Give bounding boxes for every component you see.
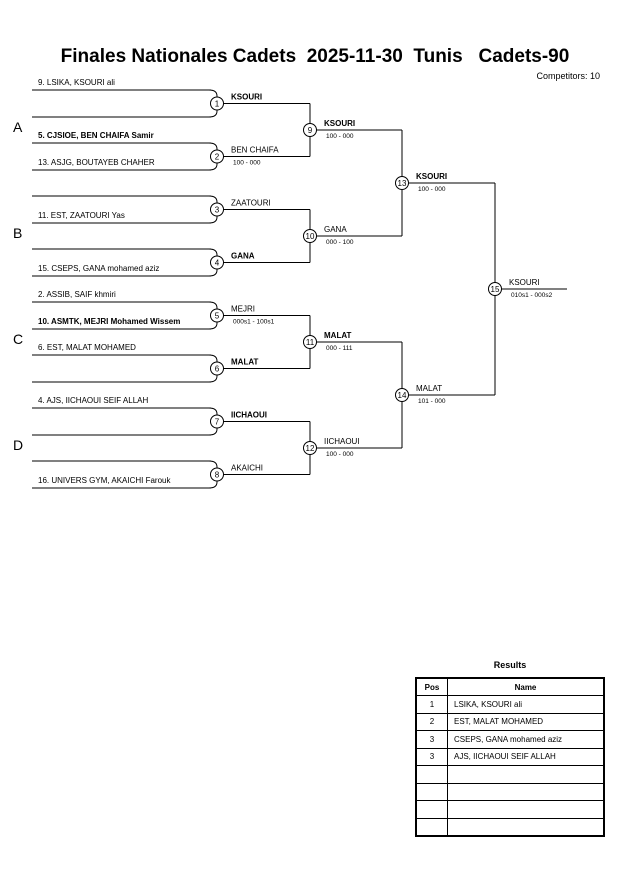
winner-name: KSOURI: [231, 93, 262, 102]
result-pos: [415, 782, 448, 801]
match-9-number: 9: [308, 126, 313, 135]
result-name: EST, MALAT MOHAMED: [447, 712, 605, 731]
champion-name: KSOURI: [509, 278, 540, 287]
match-4-number: 4: [215, 259, 220, 268]
result-name: [447, 782, 605, 801]
match-8-number: 8: [215, 471, 220, 480]
match-score: 100 - 000: [326, 451, 354, 458]
result-pos: [415, 817, 448, 837]
pool-label-b: B: [13, 225, 22, 241]
result-pos: 3: [415, 730, 448, 749]
match-score: 000s1 - 100s1: [233, 319, 275, 326]
results-header-pos: Pos: [415, 677, 448, 696]
winner-name: AKAICHI: [231, 464, 263, 473]
competitors-count: Competitors: 10: [536, 71, 600, 81]
winner-name: GANA: [231, 252, 255, 261]
competitor-top: 4. AJS, IICHAOUI SEIF ALLAH: [38, 396, 148, 405]
match-1-number: 1: [215, 100, 220, 109]
results-header-row: Pos Name: [415, 677, 605, 696]
winner-name: KSOURI: [416, 172, 447, 181]
pool-label-a: A: [13, 119, 23, 135]
competitor-bottom: 10. ASMTK, MEJRI Mohamed Wissem: [38, 317, 180, 326]
result-name: CSEPS, GANA mohamed aziz: [447, 730, 605, 749]
page-title: Finales Nationales Cadets 2025-11-30 Tun…: [60, 46, 570, 67]
result-name: LSIKA, KSOURI ali: [447, 695, 605, 714]
match-14-number: 14: [398, 391, 407, 400]
match-15-number: 15: [491, 285, 500, 294]
match-10-number: 10: [306, 232, 315, 241]
results-row: [415, 817, 605, 837]
competitor-top: 9. LSIKA, KSOURI ali: [38, 78, 115, 87]
competitor-bottom: 16. UNIVERS GYM, AKAICHI Farouk: [38, 476, 171, 485]
match-score: 101 - 000: [418, 398, 446, 405]
winner-name: MALAT: [231, 358, 259, 367]
winner-name: MALAT: [416, 384, 442, 393]
result-name: [447, 800, 605, 819]
result-pos: [415, 800, 448, 819]
match-6-number: 6: [215, 365, 220, 374]
competitor-top: 2. ASSIB, SAIF khmiri: [38, 290, 116, 299]
results-row: [415, 782, 605, 801]
result-name: [447, 817, 605, 837]
match-13-number: 13: [398, 179, 407, 188]
match-score: 100 - 000: [418, 186, 446, 193]
match-score: 000 - 100: [326, 239, 354, 246]
result-pos: 1: [415, 695, 448, 714]
winner-name: ZAATOURI: [231, 199, 271, 208]
competitor-top: 6. EST, MALAT MOHAMED: [38, 343, 136, 352]
results-header-name: Name: [447, 677, 605, 696]
results-title: Results: [493, 660, 527, 670]
competitor-bottom: 13. ASJG, BOUTAYEB CHAHER: [38, 158, 155, 167]
winner-name: MEJRI: [231, 305, 255, 314]
result-name: AJS, IICHAOUI SEIF ALLAH: [447, 747, 605, 766]
results-row: [415, 765, 605, 784]
match-5-number: 5: [215, 312, 220, 321]
match-7-number: 7: [215, 418, 220, 427]
results-row: [415, 800, 605, 819]
result-pos: 2: [415, 712, 448, 731]
winner-name: IICHAOUI: [231, 411, 267, 420]
result-pos: [415, 765, 448, 784]
competitor-bottom: 11. EST, ZAATOURI Yas: [38, 211, 125, 220]
match-score: 000 - 111: [326, 345, 353, 352]
result-name: [447, 765, 605, 784]
pool-label-d: D: [13, 437, 23, 453]
match-2-number: 2: [215, 153, 220, 162]
match-score: 100 - 000: [326, 133, 354, 140]
match-12-number: 12: [306, 444, 315, 453]
pool-label-c: C: [13, 331, 23, 347]
result-pos: 3: [415, 747, 448, 766]
final-score: 010s1 - 000s2: [511, 292, 553, 299]
match-score: 100 - 000: [233, 160, 261, 167]
competitor-bottom: 15. CSEPS, GANA mohamed aziz: [38, 264, 159, 273]
match-11-number: 11: [306, 338, 315, 347]
competitor-top: 5. CJSIOE, BEN CHAIFA Samir: [38, 131, 154, 140]
winner-name: BEN CHAIFA: [231, 146, 279, 155]
winner-name: GANA: [324, 225, 347, 234]
winner-name: IICHAOUI: [324, 437, 360, 446]
winner-name: MALAT: [324, 331, 352, 340]
winner-name: KSOURI: [324, 119, 355, 128]
match-3-number: 3: [215, 206, 220, 215]
